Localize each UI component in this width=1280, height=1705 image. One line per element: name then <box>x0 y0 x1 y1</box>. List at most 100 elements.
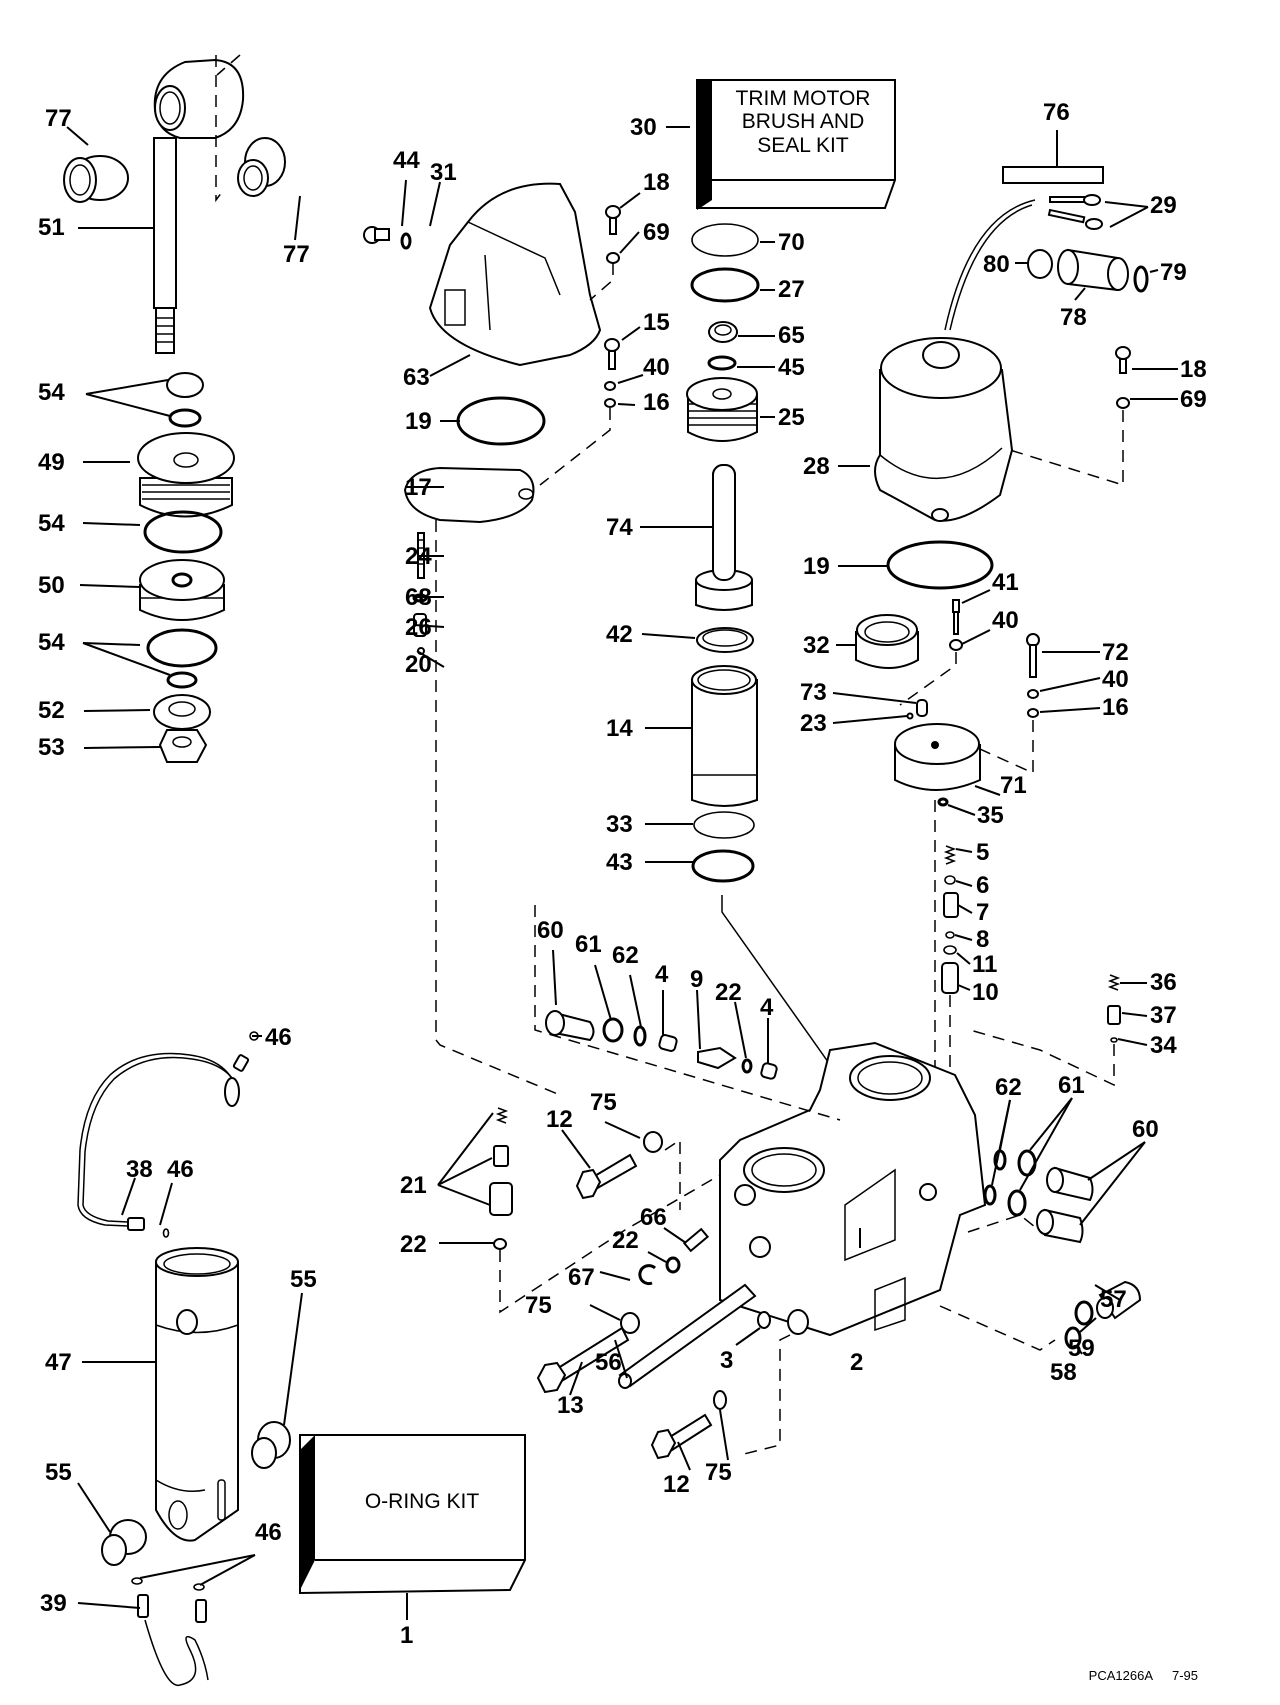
part-61-oring-right-top[interactable] <box>1017 1149 1037 1177</box>
part-52-washer[interactable] <box>153 694 211 730</box>
part-66-fitting[interactable] <box>682 1227 710 1253</box>
part-16-washer-left[interactable] <box>604 398 616 408</box>
part-78-brush-holder[interactable] <box>1057 248 1129 292</box>
part-33-oring[interactable] <box>693 811 755 839</box>
part-13-bolt[interactable] <box>536 1326 630 1394</box>
part-18-screw-right[interactable] <box>1115 346 1131 374</box>
part-79-oring[interactable] <box>1133 265 1149 293</box>
part-73-valve[interactable] <box>916 699 928 717</box>
part-63-cover[interactable] <box>428 182 602 367</box>
part-16-washer-right[interactable] <box>1027 708 1039 718</box>
part-40-washer-left[interactable] <box>604 381 616 391</box>
part-77-bushing-left[interactable] <box>63 155 129 203</box>
part-12-bolt-lower[interactable] <box>650 1413 713 1460</box>
part-54-oring-mid[interactable] <box>143 510 223 554</box>
part-56-pin[interactable] <box>618 1283 757 1389</box>
part-5-spring[interactable] <box>943 845 957 865</box>
part-34-oring[interactable] <box>1110 1037 1118 1043</box>
part-75-washer-middle[interactable] <box>620 1312 640 1334</box>
part-42-seal[interactable] <box>696 627 754 653</box>
part-4-spring-left[interactable] <box>658 1034 678 1052</box>
part-72-screw[interactable] <box>1026 633 1040 678</box>
part-65-seal[interactable] <box>708 321 738 343</box>
part-21-valve-set[interactable] <box>489 1107 513 1216</box>
part-31-oring[interactable] <box>400 232 412 250</box>
part-41-screw[interactable] <box>952 599 960 635</box>
part-76-brush[interactable] <box>1002 166 1104 184</box>
part-46-oring-tube-right[interactable] <box>193 1583 205 1591</box>
part-47-cylinder[interactable] <box>155 1247 239 1542</box>
part-59-oring[interactable] <box>1074 1300 1094 1326</box>
part-77-bushing-right[interactable] <box>237 137 286 197</box>
part-14-cylinder[interactable] <box>691 665 758 807</box>
part-58-oring[interactable] <box>1064 1326 1082 1350</box>
part-22-oring-center[interactable] <box>665 1256 681 1274</box>
part-17-plate[interactable] <box>403 466 535 524</box>
part-46-oring-tube-left[interactable] <box>131 1577 143 1585</box>
part-61-oring-left[interactable] <box>602 1017 624 1043</box>
part-61-oring-right-bottom[interactable] <box>1007 1189 1027 1217</box>
part-19-oring-upper[interactable] <box>456 396 546 446</box>
part-25-gland[interactable] <box>686 377 758 442</box>
part-70-oring[interactable] <box>691 223 759 257</box>
part-9-shuttle[interactable] <box>697 1046 737 1070</box>
part-54-oring-lower-large[interactable] <box>146 628 218 668</box>
part-50-piston[interactable] <box>139 559 225 621</box>
part-43-oring[interactable] <box>691 849 755 883</box>
part-40-washer-right[interactable] <box>1027 689 1039 699</box>
part-37-check[interactable] <box>1107 1005 1121 1025</box>
part-10-valve[interactable] <box>941 962 959 994</box>
part-8-oring[interactable] <box>945 931 955 939</box>
part-39-tube[interactable] <box>137 1594 209 1686</box>
part-44-screw[interactable] <box>363 226 390 244</box>
part-49-end-cap[interactable] <box>137 432 235 518</box>
part-11-oring[interactable] <box>943 945 957 955</box>
part-54-oring-lower-small[interactable] <box>166 671 198 689</box>
part-69-washer-right[interactable] <box>1116 397 1130 409</box>
part-74-piston-rod[interactable] <box>695 464 753 611</box>
part-54-oring-upper[interactable] <box>168 408 202 428</box>
part-4-spring-right[interactable] <box>760 1062 778 1080</box>
part-69-washer-left[interactable] <box>606 252 620 264</box>
part-27-oring[interactable] <box>690 267 760 303</box>
part-3-bushing[interactable] <box>757 1311 771 1329</box>
part-45-oring[interactable] <box>707 355 737 371</box>
valve-stack <box>941 845 1121 1100</box>
part-29-terminals[interactable] <box>1047 194 1103 230</box>
part-75-washer-right[interactable] <box>787 1309 809 1335</box>
part-46-oring-hose[interactable] <box>162 1228 170 1238</box>
part-62-oring-left[interactable] <box>633 1025 647 1047</box>
part-51-tilt-rod[interactable] <box>153 58 245 354</box>
part-75-washer-lower[interactable] <box>713 1390 727 1410</box>
part-60-plug-left[interactable] <box>545 1010 595 1042</box>
part-60-plug-right-bottom[interactable] <box>1036 1208 1084 1244</box>
part-55-bushing-left[interactable] <box>101 1519 147 1566</box>
part-53-nut[interactable] <box>158 729 208 763</box>
part-23-ball[interactable] <box>906 712 914 720</box>
part-60-plug-right-top[interactable] <box>1046 1166 1094 1202</box>
part-75-washer-upper[interactable] <box>643 1131 663 1153</box>
part-18-screw-left[interactable] <box>605 205 621 235</box>
part-36-spring[interactable] <box>1107 974 1121 991</box>
part-40-washer-mid[interactable] <box>949 639 963 651</box>
part-35-oring[interactable] <box>937 797 949 807</box>
trim-motor-kit-box[interactable]: TRIM MOTOR BRUSH AND SEAL KIT <box>696 79 896 210</box>
part-62-oring-right-bottom[interactable] <box>983 1184 997 1206</box>
part-71-pump[interactable] <box>894 723 981 791</box>
part-55-bushing-right[interactable] <box>251 1421 291 1469</box>
oring-kit-box[interactable]: O-RING KIT <box>299 1434 526 1595</box>
part-6-oring[interactable] <box>944 875 956 885</box>
part-80-cap[interactable] <box>1027 249 1053 279</box>
part-7-piston[interactable] <box>943 892 959 918</box>
part-28-motor[interactable] <box>874 337 1014 522</box>
part-38-hose[interactable] <box>77 1052 250 1231</box>
part-19-oring-lower[interactable] <box>886 540 994 590</box>
part-22-oring-lower[interactable] <box>493 1238 507 1250</box>
part-67-clip[interactable] <box>638 1264 657 1286</box>
part-2-manifold[interactable] <box>719 1041 987 1337</box>
part-12-bolt-upper[interactable] <box>575 1153 638 1200</box>
part-54-seal-upper[interactable] <box>166 372 204 398</box>
part-32-retainer[interactable] <box>855 614 919 669</box>
part-22-oring-left[interactable] <box>741 1058 753 1074</box>
part-15-screw[interactable] <box>604 338 620 370</box>
